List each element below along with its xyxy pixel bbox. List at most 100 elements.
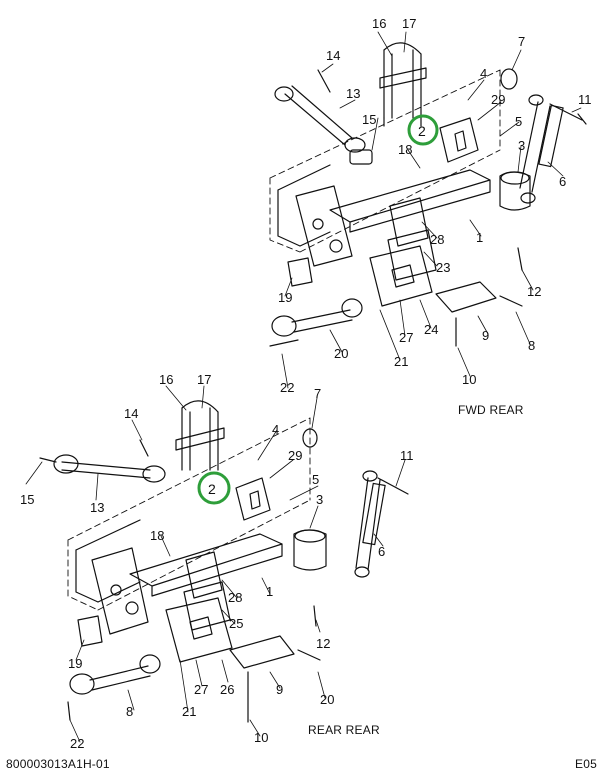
- callout-14: 14: [326, 48, 340, 63]
- highlight-ring: [407, 114, 439, 146]
- callout-15: 15: [20, 492, 34, 507]
- bushing: [500, 68, 518, 90]
- rear-rear-caption: REAR REAR: [308, 723, 380, 737]
- callout-20: 20: [334, 346, 348, 361]
- callout-7: 7: [314, 386, 321, 401]
- bolt: [377, 477, 409, 495]
- callout-17: 17: [402, 16, 416, 31]
- callout-1: 1: [266, 584, 273, 599]
- air-spring-bracket: [439, 117, 479, 163]
- air-spring: [293, 529, 327, 571]
- callout-25: 25: [229, 616, 243, 631]
- frame-bracket: [295, 185, 353, 267]
- callout-7: 7: [518, 34, 525, 49]
- lower-rod: [271, 298, 363, 337]
- callout-4: 4: [480, 66, 487, 81]
- highlight-ring: [197, 471, 231, 505]
- shock-absorber: [519, 94, 564, 204]
- callout-19: 19: [278, 290, 292, 305]
- callout-6: 6: [378, 544, 385, 559]
- callout-13: 13: [90, 500, 104, 515]
- callout-22: 22: [280, 380, 294, 395]
- callout-24: 24: [424, 322, 438, 337]
- air-spring: [499, 171, 531, 211]
- callout-2: 2: [418, 123, 426, 139]
- leader-lines: [281, 31, 582, 389]
- bolt: [67, 701, 71, 721]
- callout-21: 21: [182, 704, 196, 719]
- callout-8: 8: [126, 704, 133, 719]
- bolt: [549, 103, 587, 125]
- callout-26: 26: [220, 682, 234, 697]
- torque-rod: [53, 454, 166, 483]
- bolt: [317, 69, 331, 93]
- shock-absorber: [354, 470, 386, 578]
- air-spring-bracket: [235, 477, 271, 521]
- callout-21: 21: [394, 354, 408, 369]
- bolt: [39, 457, 57, 463]
- callout-14: 14: [124, 406, 138, 421]
- callout-27: 27: [399, 330, 413, 345]
- page-code: E05: [575, 757, 597, 771]
- callout-3: 3: [518, 138, 525, 153]
- fwd-rear-assembly: [269, 31, 587, 389]
- bolt: [297, 649, 321, 661]
- leader-lines: [25, 385, 406, 743]
- mounting-plate: [435, 281, 497, 313]
- callout-11: 11: [400, 448, 414, 463]
- bolt: [499, 295, 523, 307]
- bolt: [269, 339, 299, 347]
- frame-rail: [75, 519, 141, 603]
- torque-rod: [274, 85, 373, 165]
- callout-9: 9: [482, 328, 489, 343]
- frame-bracket: [91, 547, 149, 635]
- bolt: [139, 439, 149, 457]
- callout-11: 11: [578, 92, 592, 107]
- callout-16: 16: [159, 372, 173, 387]
- pivot-bushing: [77, 615, 103, 647]
- callout-3: 3: [316, 492, 323, 507]
- lower-rod: [69, 654, 161, 695]
- callout-27: 27: [194, 682, 208, 697]
- fwd-rear-caption: FWD REAR: [458, 403, 524, 417]
- callout-28: 28: [228, 590, 242, 605]
- callout-2: 2: [208, 481, 216, 497]
- callout-1: 1: [476, 230, 483, 245]
- callout-6: 6: [559, 174, 566, 189]
- mounting-plate: [229, 635, 295, 669]
- callout-29: 29: [491, 92, 505, 107]
- frame-rail-outline: [269, 69, 501, 253]
- callout-9: 9: [276, 682, 283, 697]
- callout-10: 10: [254, 730, 268, 745]
- callout-18: 18: [398, 142, 412, 157]
- callout-5: 5: [515, 114, 522, 129]
- callout-18: 18: [150, 528, 164, 543]
- callout-19: 19: [68, 656, 82, 671]
- callout-28: 28: [430, 232, 444, 247]
- spring-hanger: [369, 197, 437, 307]
- frame-rail: [277, 164, 331, 247]
- callout-16: 16: [372, 16, 386, 31]
- frame-rail-outline: [67, 417, 311, 611]
- callout-29: 29: [288, 448, 302, 463]
- u-bolt: [379, 42, 427, 127]
- callout-5: 5: [312, 472, 319, 487]
- callout-12: 12: [527, 284, 541, 299]
- callout-15: 15: [362, 112, 376, 127]
- nut: [517, 247, 523, 271]
- rear-rear-assembly: [25, 385, 409, 743]
- callout-22: 22: [70, 736, 84, 751]
- bushing: [302, 428, 318, 448]
- leaf-spring: [129, 533, 283, 597]
- callout-17: 17: [197, 372, 211, 387]
- u-bolt: [175, 400, 225, 471]
- leaf-spring: [329, 169, 491, 233]
- pivot-bushing: [287, 257, 313, 287]
- nut: [313, 605, 317, 627]
- document-id: 800003013A1H-01: [6, 757, 110, 771]
- callout-13: 13: [346, 86, 360, 101]
- callout-10: 10: [462, 372, 476, 387]
